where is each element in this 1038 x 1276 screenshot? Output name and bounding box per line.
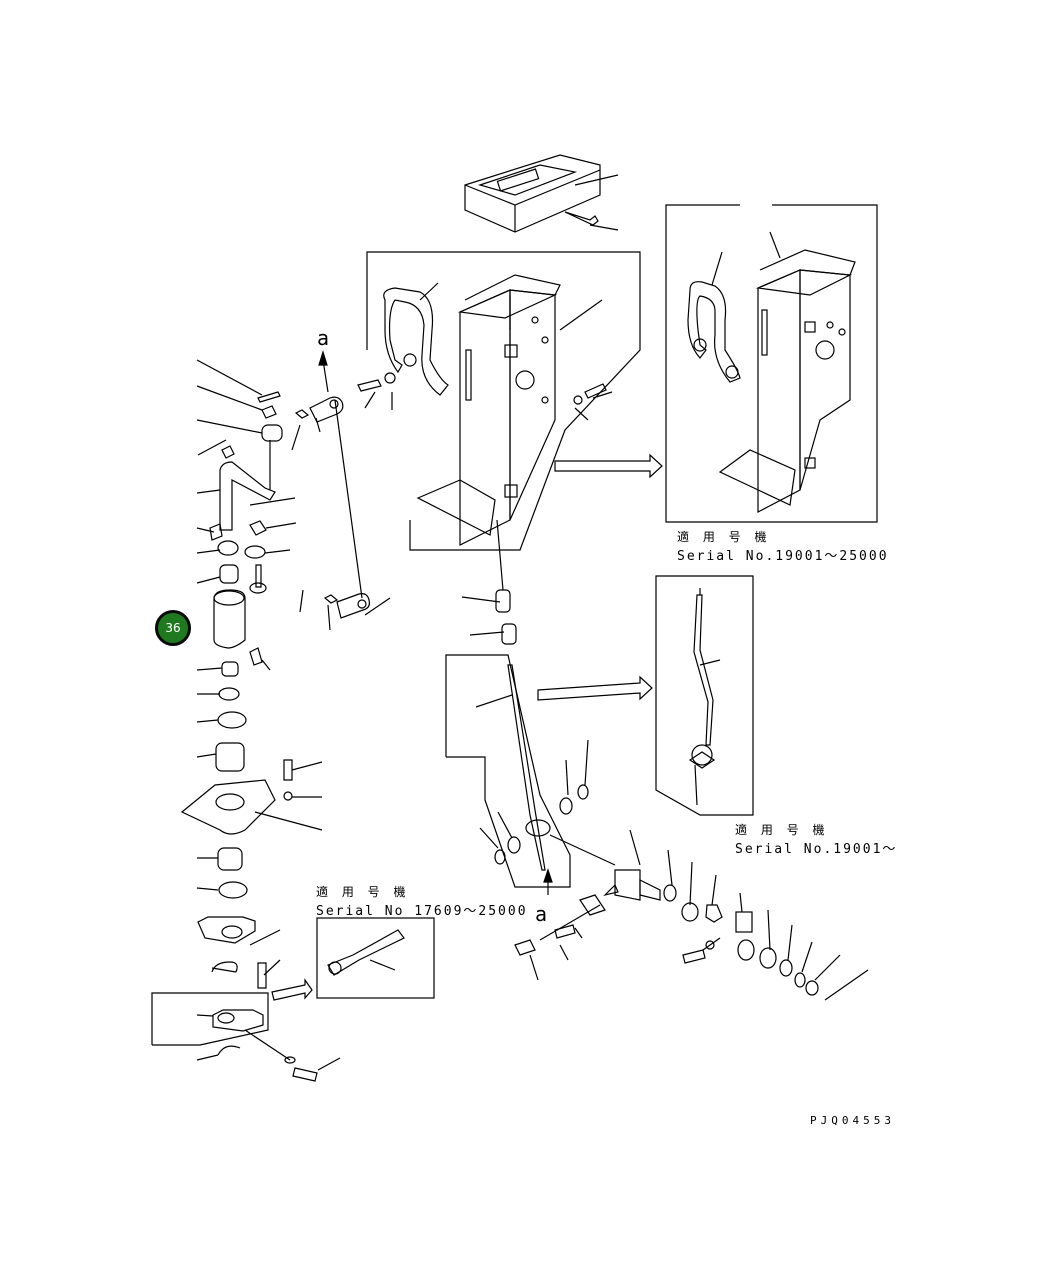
left-parts-stack: [180, 359, 323, 989]
shift-lever-assembly: [445, 519, 869, 1001]
part-callout-36[interactable]: 36: [155, 610, 191, 646]
marker-arrow-top: [318, 349, 329, 393]
arrow-to-inset-top: [554, 453, 663, 479]
inset-top-right-applicable-models: 適 用 号 機: [677, 530, 772, 544]
marker-label-bottom: a: [535, 902, 548, 926]
inset-top-right-serial: Serial No.19001～25000: [677, 549, 889, 564]
inset-mid-right-applicable-models: 適 用 号 機: [735, 823, 830, 837]
marker-label-top: a: [317, 326, 330, 350]
inset-mid-right-serial: Serial No.19001～: [735, 842, 898, 857]
inset-bottom-left-serial: Serial No 17609～25000: [316, 904, 528, 919]
inset-bottom-left-applicable-models: 適 用 号 機: [316, 885, 411, 899]
drawing-code: PJQ04553: [810, 1114, 895, 1127]
top-block-part: [464, 154, 619, 233]
inset-top-right: [665, 204, 878, 523]
main-column-assembly: [357, 251, 641, 551]
inset-bottom-left: [151, 917, 435, 1082]
link-rod: [291, 396, 391, 631]
inset-mid-right: [655, 575, 754, 816]
